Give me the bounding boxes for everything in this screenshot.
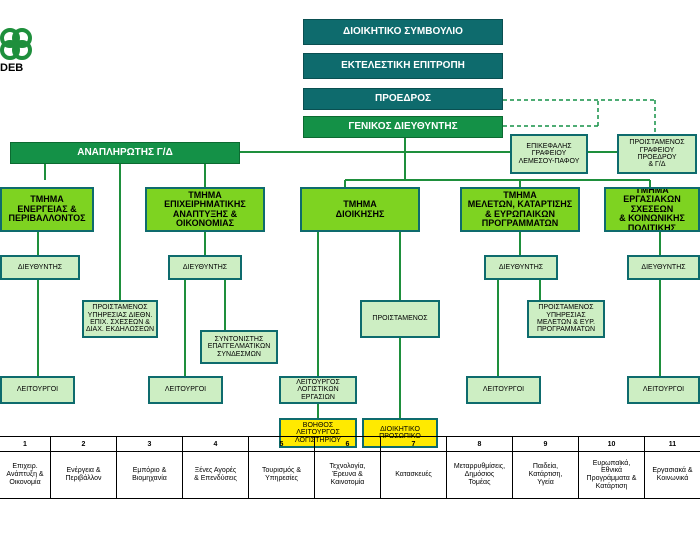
sector-number: 10 (579, 437, 644, 452)
sector-cell: 3 Εμπόριο & Βιομηχανία (117, 437, 183, 499)
officers-business-box: ΛΕΙΤΟΥΡΓΟΙ (148, 376, 223, 404)
officers-labour-box: ΛΕΙΤΟΥΡΓΟΙ (627, 376, 700, 404)
president-office-box: ΠΡΟΙΣΤΑΜΕΝΟΣ ΓΡΑΦΕΙΟΥ ΠΡΟΕΔΡΟΥ & Γ/Δ (617, 134, 697, 174)
sector-cell: 10 Ευρωπαϊκά, Εθνικά Προγράμματα & Κατάρ… (579, 437, 645, 499)
sector-cell: 8 Μεταρρυθμίσεις, Δημόσιος Τομέας (447, 437, 513, 499)
officers-energy-box: ΛΕΙΤΟΥΡΓΟΙ (0, 376, 75, 404)
sector-label: Ενέργεια & Περιβάλλον (65, 467, 102, 482)
sector-label: Κατασκευές (395, 471, 432, 479)
sector-number: 3 (117, 437, 182, 452)
dept-energy-box: ΤΜΗΜΑ ΕΝΕΡΓΕΙΑΣ & ΠΕΡΙΒΑΛΛΟΝΤΟΣ (0, 187, 94, 232)
deputy-dg-box: ΑΝΑΠΛΗΡΩΤΗΣ Γ/Δ (10, 142, 240, 164)
accounting-officer-box: ΛΕΙΤΟΥΡΓΟΣ ΛΟΓΙΣΤΙΚΩΝ ΕΡΓΑΣΙΩΝ (279, 376, 357, 404)
sector-label: Τεχνολογία, Έρευνα & Καινοτομία (329, 463, 366, 486)
sector-number: 11 (645, 437, 700, 452)
dept-business-box: ΤΜΗΜΑ ΕΠΙΧΕΙΡΗΜΑΤΙΚΗΣ ΑΝΑΠΤΥΞΗΣ & ΟΙΚΟΝΟ… (145, 187, 265, 232)
officers-studies-box: ΛΕΙΤΟΥΡΓΟΙ (466, 376, 541, 404)
interlocking-rings-logo (0, 28, 32, 60)
president-box: ΠΡΟΕΔΡΟΣ (303, 88, 503, 110)
dept-admin-box: ΤΜΗΜΑ ΔΙΟΙΚΗΣΗΣ (300, 187, 420, 232)
sector-cell: 4 Ξένες Αγορές & Επενδύσεις (183, 437, 249, 499)
sector-cell: 9 Παιδεία, Κατάρτιση, Υγεία (513, 437, 579, 499)
sector-number: 1 (0, 437, 50, 452)
sector-number: 8 (447, 437, 512, 452)
sector-label: Επιχειρ. Ανάπτυξη & Οικονομία (6, 463, 44, 486)
director-general-box: ΓΕΝΙΚΟΣ ΔΙΕΥΘΥΝΤΗΣ (303, 116, 503, 138)
director-studies-box: ΔΙΕΥΘΥΝΤΗΣ (484, 255, 558, 280)
sector-label: Μεταρρυθμίσεις, Δημόσιος Τομέας (453, 463, 506, 486)
director-labour-box: ΔΙΕΥΘΥΝΤΗΣ (627, 255, 700, 280)
admin-staff-box: ΔΙΟΙΚΗΤΙΚΟ ΠΡΟΣΩΠΙΚΟ (362, 418, 438, 448)
sector-number: 7 (381, 437, 446, 452)
board-box: ΔΙΟΙΚΗΤΙΚΟ ΣΥΜΒΟΥΛΙΟ (303, 19, 503, 45)
director-business-box: ΔΙΕΥΘΥΝΤΗΣ (168, 255, 242, 280)
assistant-accountant-box: ΒΟΗΘΟΣ ΛΕΙΤΟΥΡΓΟΣ ΛΟΓΙΣΤΗΡΙΟΥ (279, 418, 357, 448)
studies-head-box: ΠΡΟΙΣΤΑΜΕΝΟΣ ΥΠΗΡΕΣΙΑΣ ΜΕΛΕΤΩΝ & ΕΥΡ. ΠΡ… (527, 300, 605, 338)
limassol-office-box: ΕΠΙΚΕΦΑΛΗΣ ΓΡΑΦΕΙΟΥ ΛΕΜΕΣΟΥ-ΠΑΦΟΥ (510, 134, 588, 174)
supervisor-box: ΠΡΟΙΣΤΑΜΕΝΟΣ (360, 300, 440, 338)
sector-label: Τουρισμός & Υπηρεσίες (262, 467, 301, 482)
intl-relations-head-box: ΠΡΟΙΣΤΑΜΕΝΟΣ ΥΠΗΡΕΣΙΑΣ ΔΙΕΘΝ. ΕΠΙΧ. ΣΧΕΣ… (82, 300, 158, 338)
sector-number: 9 (513, 437, 578, 452)
sectors-table: 1 Επιχειρ. Ανάπτυξη & Οικονομία 2 Ενέργε… (0, 436, 700, 499)
logo-text: DEB (0, 62, 24, 74)
sector-label: Ξένες Αγορές & Επενδύσεις (194, 467, 237, 482)
sector-cell: 5 Τουρισμός & Υπηρεσίες (249, 437, 315, 499)
sector-label: Εργασιακά & Κοινωνικά (652, 467, 693, 482)
sector-cell: 7 Κατασκευές (381, 437, 447, 499)
sector-cell: 11 Εργασιακά & Κοινωνικά (645, 437, 700, 499)
exec-committee-box: ΕΚΤΕΛΕΣΤΙΚΗ ΕΠΙΤΡΟΠΗ (303, 53, 503, 79)
director-energy-box: ΔΙΕΥΘΥΝΤΗΣ (0, 255, 80, 280)
sector-number: 6 (315, 437, 380, 452)
dept-studies-box: ΤΜΗΜΑ ΜΕΛΕΤΩΝ, ΚΑΤΑΡΤΙΣΗΣ & ΕΥΡΩΠΑΙΚΩΝ Π… (460, 187, 580, 232)
sector-number: 4 (183, 437, 248, 452)
sector-number: 2 (51, 437, 116, 452)
sector-number: 5 (249, 437, 314, 452)
professional-assoc-coord-box: ΣΥΝΤΟΝΙΣΤΗΣ ΕΠΑΓΓΕΛΜΑΤΙΚΩΝ ΣΥΝΔΕΣΜΩΝ (200, 330, 278, 364)
sector-cell: 2 Ενέργεια & Περιβάλλον (51, 437, 117, 499)
sector-label: Ευρωπαϊκά, Εθνικά Προγράμματα & Κατάρτισ… (586, 459, 637, 490)
sector-label: Παιδεία, Κατάρτιση, Υγεία (528, 463, 563, 486)
sector-cell: 6 Τεχνολογία, Έρευνα & Καινοτομία (315, 437, 381, 499)
sector-cell: 1 Επιχειρ. Ανάπτυξη & Οικονομία (0, 437, 51, 499)
sector-label: Εμπόριο & Βιομηχανία (132, 467, 167, 482)
dept-labour-box: ΤΜΗΜΑ ΕΡΓΑΣΙΑΚΩΝ ΣΧΕΣΕΩΝ & ΚΟΙΝΩΝΙΚΗΣ ΠΟ… (604, 187, 700, 232)
